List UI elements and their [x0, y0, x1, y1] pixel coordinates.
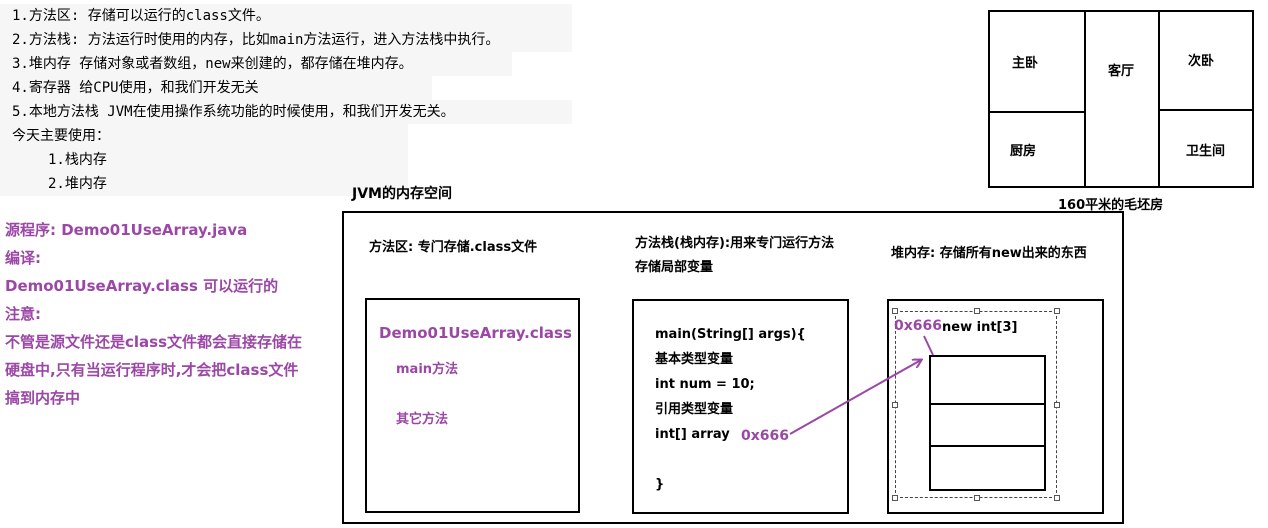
jvm-memory-box: [342, 211, 1124, 524]
note-line-1: 1.方法区: 存储可以运行的class文件。: [0, 4, 572, 28]
attention-label: 注意:: [5, 305, 41, 323]
fp-wall-right-horizontal: [1158, 109, 1254, 111]
array-cell-divider: [931, 403, 1044, 405]
fp-bathroom: 卫生间: [1186, 144, 1226, 159]
note-line-5: 5.本地方法栈 JVM在使用操作系统功能的时候使用，和我们开发无关。: [0, 100, 572, 124]
floor-plan-caption: 160平米的毛坯房: [1058, 198, 1164, 213]
selection-handle: [974, 495, 980, 501]
fp-master-bedroom: 主卧: [1012, 56, 1039, 71]
heap-array-address: 0x666: [894, 318, 942, 334]
today-item-heap: 2.堆内存: [0, 172, 408, 196]
stack-code-line-6: }: [655, 477, 665, 492]
method-area-main-method: main方法: [396, 362, 459, 377]
stack-code-blank: [655, 447, 806, 472]
method-area-label: 方法区: 专门存储.class文件: [369, 240, 538, 255]
stack-code: main(String[] args){ 基本类型变量 int num = 10…: [655, 322, 806, 497]
fp-wall-left-horizontal: [990, 111, 1086, 113]
heap-label: 堆内存: 存储所有new出来的东西: [891, 246, 1087, 261]
selection-handle: [1054, 308, 1060, 314]
stack-code-line-2: 基本类型变量: [655, 352, 734, 367]
note-line-4: 4.寄存器 给CPU使用，和我们开发无关: [0, 76, 432, 100]
today-title: 今天主要使用：: [0, 124, 408, 148]
fp-wall-left-vertical: [1084, 12, 1086, 186]
method-area-other-methods: 其它方法: [396, 412, 449, 427]
compiled-file-label: Demo01UseArray.class 可以运行的: [5, 277, 279, 295]
today-item-stack: 1.栈内存: [0, 148, 408, 172]
notes-panel: 1.方法区: 存储可以运行的class文件。 2.方法栈: 方法运行时使用的内存…: [0, 4, 580, 196]
selection-handle: [1054, 495, 1060, 501]
selection-handle: [892, 495, 898, 501]
compile-label: 编译:: [5, 249, 41, 267]
selection-handle: [1054, 402, 1060, 408]
selection-handle: [892, 308, 898, 314]
stack-label-line-1: 方法栈(栈内存):用来专门运行方法: [635, 236, 835, 251]
array-cell-divider: [931, 445, 1044, 447]
attention-text-3: 搞到内存中: [5, 389, 81, 407]
jvm-title: JVM的内存空间: [352, 186, 452, 202]
fp-kitchen: 厨房: [1010, 144, 1037, 159]
heap-new-expression: new int[3]: [942, 320, 1018, 335]
method-area-box: [365, 298, 580, 513]
note-line-2: 2.方法栈: 方法运行时使用的内存，比如main方法运行，进入方法栈中执行。: [0, 28, 572, 52]
fp-second-bedroom: 次卧: [1188, 54, 1215, 69]
attention-text-1: 不管是源文件还是class文件都会直接存储在: [5, 333, 303, 351]
attention-text-2: 硬盘中,只有当运行程序时,才会把class文件: [5, 361, 299, 379]
selection-handle: [892, 402, 898, 408]
stack-label-line-2: 存储局部变量: [635, 260, 714, 275]
fp-living-room: 客厅: [1108, 64, 1135, 79]
stack-code-line-4: 引用类型变量: [655, 402, 734, 417]
stack-array-address: 0x666: [741, 428, 789, 444]
stack-code-line-3: int num = 10;: [655, 377, 755, 392]
selection-handle: [974, 308, 980, 314]
fp-wall-right-vertical: [1158, 12, 1160, 186]
note-line-3: 3.堆内存 存储对象或者数组，new来创建的，都存储在堆内存。: [0, 52, 512, 76]
stack-code-line-1: main(String[] args){: [655, 327, 806, 342]
method-area-class-name: Demo01UseArray.class: [379, 324, 572, 342]
compile-notes: 源程序: Demo01UseArray.java 编译: Demo01UseAr…: [5, 216, 335, 412]
floor-plan: 主卧 客厅 次卧 厨房 卫生间: [988, 10, 1254, 188]
stack-code-line-5: int[] array: [655, 427, 730, 442]
source-file-label: 源程序: Demo01UseArray.java: [5, 221, 248, 239]
heap-array: [929, 355, 1046, 491]
